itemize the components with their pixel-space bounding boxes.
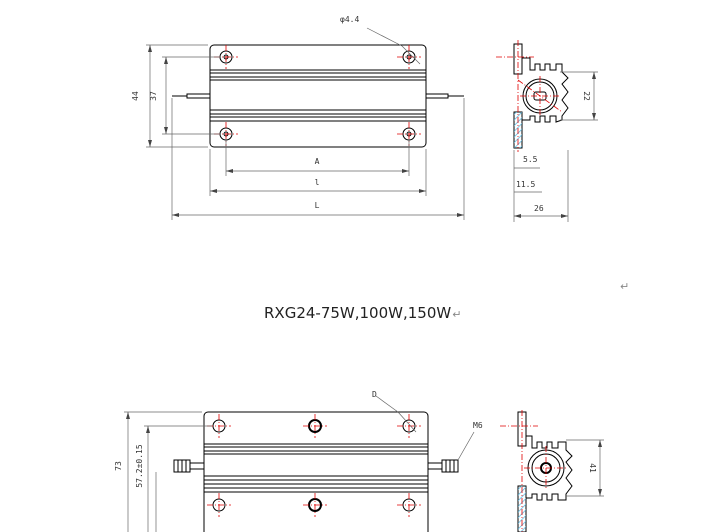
bottom-height-outer-label: 73	[114, 461, 123, 471]
bottom-side-view	[517, 411, 573, 532]
top-side-bottom-label: 26	[534, 204, 544, 213]
top-dim-l-outer-label: L	[315, 201, 320, 210]
top-dim-a-label: A	[315, 157, 320, 166]
top-side-centerlines	[496, 40, 563, 152]
page-return-mark: ↵	[620, 280, 629, 293]
top-front-view	[172, 44, 464, 148]
top-left-lead	[186, 93, 211, 99]
top-side-height-label: 22	[582, 91, 591, 101]
top-side-small-label: 5.5	[523, 155, 538, 164]
bottom-hole-label: D	[372, 390, 377, 399]
bottom-side-height-label: 41	[588, 463, 597, 473]
top-height-inner-label: 37	[149, 91, 158, 101]
bottom-dimensions	[124, 395, 475, 532]
model-caption-text: RXG24-75W,100W,150W	[264, 304, 451, 322]
top-hole-label: φ4.4	[340, 15, 359, 24]
caption-return-mark: ↵	[452, 308, 461, 321]
top-side-mid-label: 11.5	[516, 180, 535, 189]
bottom-resistor-body	[203, 411, 429, 532]
bottom-height-inner-label: 57.2±0.15	[135, 444, 144, 488]
top-dim-l-inner-label: l	[315, 178, 320, 187]
top-dimensions	[146, 27, 465, 220]
top-resistor-body	[209, 44, 427, 148]
top-dimension-arrows	[148, 45, 464, 217]
bottom-centerlines	[207, 414, 421, 517]
top-side-dimensions	[513, 71, 598, 222]
model-caption: RXG24-75W,100W,150W↵	[264, 304, 461, 322]
top-side-arrows	[514, 72, 596, 218]
bottom-side-dimensions	[566, 439, 604, 497]
top-right-lead	[425, 93, 449, 99]
top-height-outer-label: 44	[131, 91, 140, 101]
top-centerlines	[214, 45, 421, 146]
bottom-dimension-arrows	[126, 412, 150, 433]
bottom-thread-label: M6	[473, 421, 483, 430]
bottom-side-centerlines	[500, 410, 568, 532]
bottom-side-arrows	[598, 440, 602, 496]
bottom-front-view	[173, 411, 459, 532]
